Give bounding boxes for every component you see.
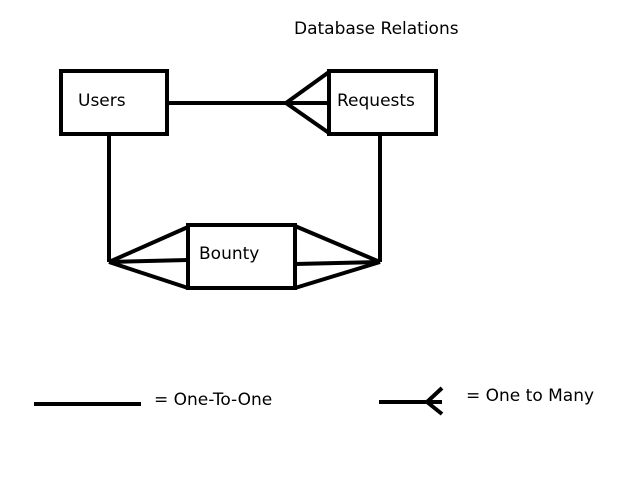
entity-requests-box xyxy=(327,69,438,136)
legend-one-to-many-label: = One to Many xyxy=(466,386,594,406)
users-bounty-foot-middle xyxy=(108,258,189,264)
entity-users-box xyxy=(59,69,169,136)
legend-one-to-one-label: = One-To-One xyxy=(154,390,272,410)
legend-one-to-many: = One to Many xyxy=(379,386,594,416)
requests-bounty-connector xyxy=(294,134,382,290)
entity-users-label: Users xyxy=(78,91,126,111)
users-bounty-foot-lower xyxy=(108,260,189,290)
users-requests-connector xyxy=(168,70,331,135)
users-requests-foot-upper xyxy=(284,70,331,105)
requests-bounty-foot-upper xyxy=(294,224,381,264)
entity-bounty: Bounty xyxy=(186,223,297,290)
requests-bounty-foot-lower xyxy=(294,260,381,290)
requests-bounty-foot-middle xyxy=(294,260,381,266)
legend-one-to-one: = One-To-One xyxy=(34,390,272,410)
entity-requests-label: Requests xyxy=(337,91,415,111)
users-bounty-connector xyxy=(107,134,189,290)
entity-requests: Requests xyxy=(327,69,438,136)
diagram-title: Database Relations xyxy=(294,19,459,39)
legend-one-to-many-foot-lower xyxy=(425,400,444,416)
entity-bounty-box xyxy=(186,223,297,290)
entity-users: Users xyxy=(59,69,169,136)
users-bounty-foot-upper xyxy=(108,225,189,264)
users-requests-foot-lower xyxy=(284,101,331,135)
legend-one-to-many-foot-upper xyxy=(425,386,444,404)
entity-bounty-label: Bounty xyxy=(199,244,259,264)
